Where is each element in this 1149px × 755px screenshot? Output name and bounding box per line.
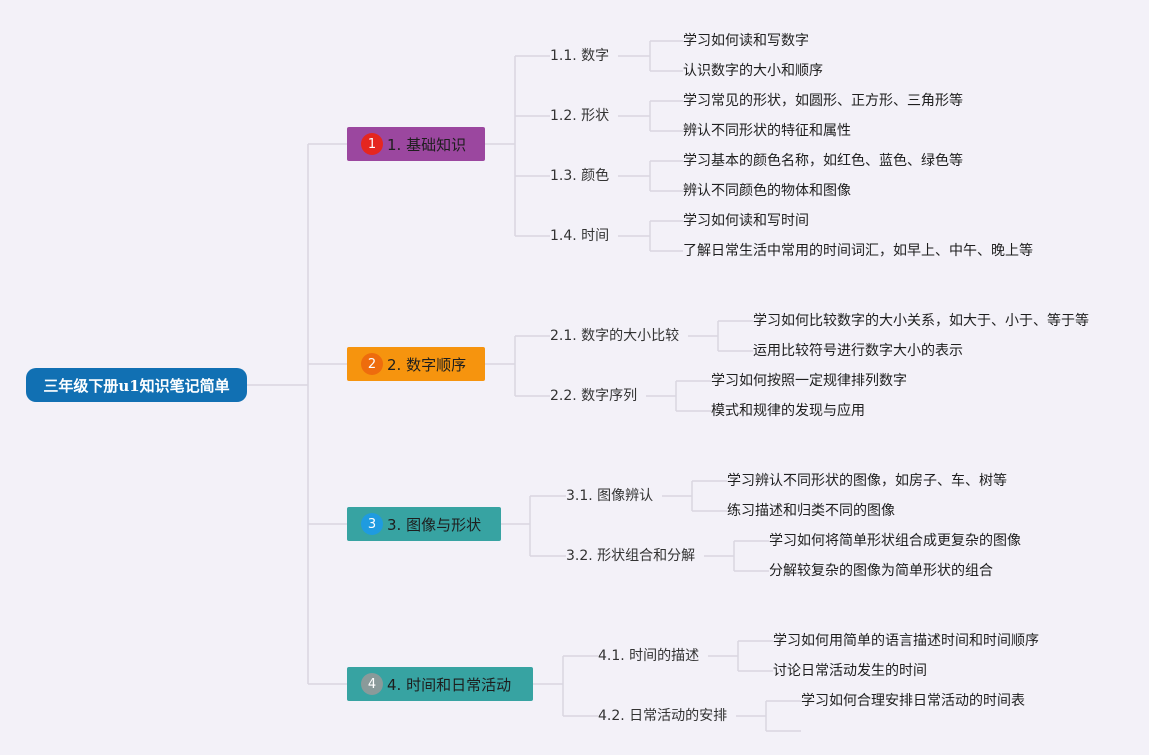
subtopic-4-1[interactable]: 4.1. 时间的描述: [598, 646, 699, 666]
root-label: 三年级下册u1知识笔记简单: [43, 376, 230, 395]
leaf-node[interactable]: 辨认不同形状的特征和属性: [683, 123, 851, 139]
subtopic-label: 4.2. 日常活动的安排: [598, 708, 728, 724]
leaf-node[interactable]: 分解较复杂的图像为简单形状的组合: [769, 563, 993, 579]
subtopic-label: 3.1. 图像辨认: [566, 488, 654, 504]
leaf-node[interactable]: 学习辨认不同形状的图像，如房子、车、树等: [727, 473, 1007, 489]
subtopic-label: 3.2. 形状组合和分解: [566, 548, 696, 564]
leaf-node[interactable]: 辨认不同颜色的物体和图像: [683, 183, 851, 199]
subtopic-1-2[interactable]: 1.2. 形状: [550, 106, 609, 126]
leaf-node[interactable]: 运用比较符号进行数字大小的表示: [753, 343, 963, 359]
subtopic-label: 1.2. 形状: [550, 108, 610, 124]
leaf-node[interactable]: 学习如何比较数字的大小关系，如大于、小于、等于等: [753, 313, 1089, 329]
subtopic-label: 2.2. 数字序列: [550, 388, 638, 404]
subtopic-1-1[interactable]: 1.1. 数字: [550, 46, 609, 66]
subtopic-label: 2.1. 数字的大小比较: [550, 328, 680, 344]
subtopic-3-2[interactable]: 3.2. 形状组合和分解: [566, 546, 695, 566]
topic-time-and-daily-activities[interactable]: 4 4. 时间和日常活动: [347, 667, 533, 701]
subtopic-4-2[interactable]: 4.2. 日常活动的安排: [598, 706, 727, 726]
subtopic-1-3[interactable]: 1.3. 颜色: [550, 166, 609, 186]
topic-number-order[interactable]: 2 2. 数字顺序: [347, 347, 485, 381]
root-node[interactable]: 三年级下册u1知识笔记简单: [26, 368, 247, 402]
subtopic-2-2[interactable]: 2.2. 数字序列: [550, 386, 637, 406]
topic-label: 4. 时间和日常活动: [387, 675, 512, 694]
leaf-node[interactable]: 学习如何用简单的语言描述时间和时间顺序: [773, 633, 1039, 649]
topic-label: 3. 图像与形状: [387, 515, 482, 534]
number-badge-1: 1: [361, 133, 383, 155]
subtopic-label: 1.3. 颜色: [550, 168, 610, 184]
leaf-node[interactable]: 学习如何读和写数字: [683, 33, 809, 49]
topic-images-and-shapes[interactable]: 3 3. 图像与形状: [347, 507, 501, 541]
topic-label: 2. 数字顺序: [387, 355, 467, 374]
leaf-node[interactable]: 模式和规律的发现与应用: [711, 403, 865, 419]
subtopic-label: 1.1. 数字: [550, 48, 610, 64]
leaf-node[interactable]: 学习如何合理安排日常活动的时间表: [801, 693, 1025, 709]
subtopic-3-1[interactable]: 3.1. 图像辨认: [566, 486, 653, 506]
leaf-node[interactable]: 练习描述和归类不同的图像: [727, 503, 895, 519]
subtopic-1-4[interactable]: 1.4. 时间: [550, 226, 609, 246]
leaf-node[interactable]: 了解日常生活中常用的时间词汇，如早上、中午、晚上等: [683, 243, 1033, 259]
subtopic-label: 1.4. 时间: [550, 228, 610, 244]
leaf-node[interactable]: 学习如何读和写时间: [683, 213, 809, 229]
subtopic-label: 4.1. 时间的描述: [598, 648, 700, 664]
leaf-node[interactable]: 学习常见的形状，如圆形、正方形、三角形等: [683, 93, 963, 109]
subtopic-2-1[interactable]: 2.1. 数字的大小比较: [550, 326, 679, 346]
leaf-node[interactable]: 学习如何按照一定规律排列数字: [711, 373, 907, 389]
leaf-node[interactable]: 学习基本的颜色名称，如红色、蓝色、绿色等: [683, 153, 963, 169]
topic-label: 1. 基础知识: [387, 135, 467, 154]
leaf-node[interactable]: 讨论日常活动发生的时间: [773, 663, 927, 679]
number-badge-3: 3: [361, 513, 383, 535]
number-badge-4: 4: [361, 673, 383, 695]
number-badge-2: 2: [361, 353, 383, 375]
topic-basic-knowledge[interactable]: 1 1. 基础知识: [347, 127, 485, 161]
leaf-node[interactable]: 认识数字的大小和顺序: [683, 63, 823, 79]
leaf-node[interactable]: 学习如何将简单形状组合成更复杂的图像: [769, 533, 1021, 549]
